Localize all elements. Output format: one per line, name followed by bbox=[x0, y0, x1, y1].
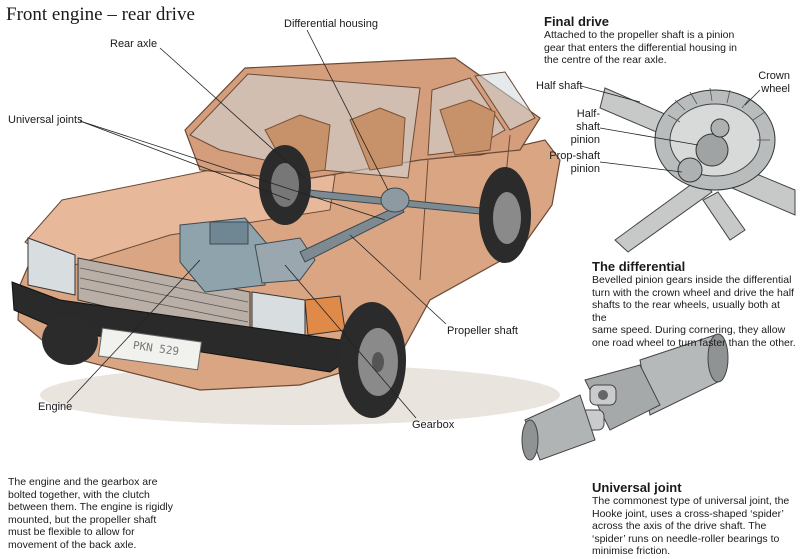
leader-lines bbox=[66, 29, 761, 419]
label-prop-shaft-pinion: Prop-shaft pinion bbox=[549, 150, 600, 175]
universal-joint-illustration bbox=[521, 333, 729, 461]
label-half-shaft: Half shaft bbox=[536, 80, 583, 92]
label-engine: Engine bbox=[38, 401, 73, 413]
universal-joint-text: Universal joint The commonest type of un… bbox=[592, 480, 797, 558]
differential-text: The differential Bevelled pinion gears i… bbox=[592, 259, 796, 349]
final-drive-heading: Final drive bbox=[544, 14, 610, 29]
car-illustration bbox=[11, 57, 561, 425]
universal-joint-heading: Universal joint bbox=[592, 480, 682, 495]
differential-heading: The differential bbox=[592, 259, 686, 274]
label-gearbox: Gearbox bbox=[412, 419, 455, 431]
page-title: Front engine – rear drive bbox=[6, 4, 195, 25]
label-half-shaft-pinion: Half- shaft pinion bbox=[570, 108, 600, 146]
label-universal-joints: Universal joints bbox=[8, 114, 83, 126]
engine-note-text: The engine and the gearbox are bolted to… bbox=[8, 476, 173, 551]
differential-gears-illustration bbox=[599, 70, 796, 255]
label-propeller-shaft: Propeller shaft bbox=[447, 325, 518, 337]
label-rear-axle: Rear axle bbox=[110, 38, 158, 50]
final-drive-text: Final drive Attached to the propeller sh… bbox=[544, 14, 794, 67]
label-differential-housing: Differential housing bbox=[284, 18, 378, 30]
label-crown-wheel: Crown wheel bbox=[758, 70, 790, 95]
